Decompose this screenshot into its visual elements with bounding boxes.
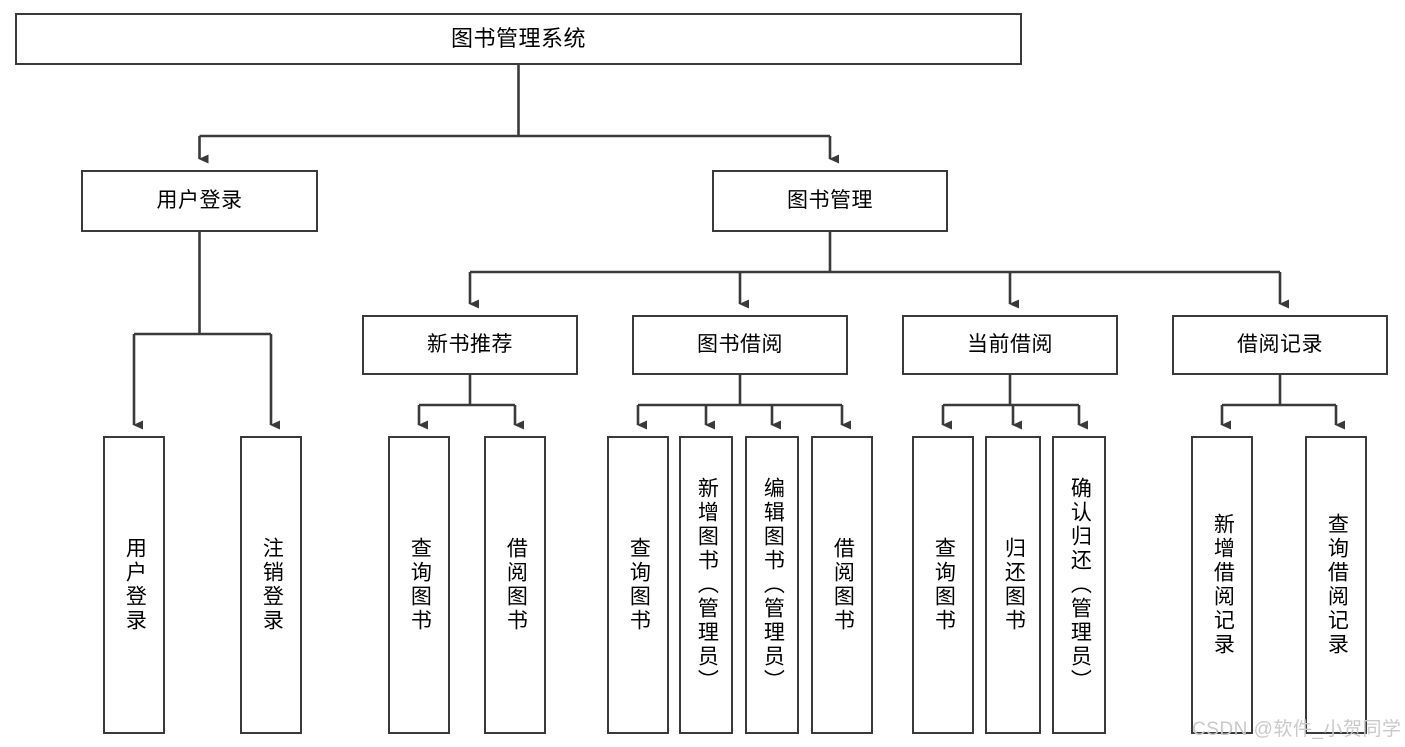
node-leaf-query-book-1-label: 查询图书	[408, 537, 432, 633]
node-leaf-borrow-book-1-label: 借阅图书	[504, 537, 528, 633]
node-leaf-user-login[interactable]: 用户登录	[103, 436, 165, 734]
node-leaf-logout-login[interactable]: 注销登录	[240, 436, 302, 734]
node-leaf-query-book-3[interactable]: 查询图书	[912, 436, 974, 734]
node-book-borrow[interactable]: 图书借阅	[632, 315, 848, 375]
node-leaf-edit-book-label: 编辑图书（管理员）	[761, 477, 785, 693]
node-leaf-add-book-label: 新增图书（管理员）	[695, 477, 719, 693]
node-leaf-borrow-book-2[interactable]: 借阅图书	[811, 436, 873, 734]
node-leaf-borrow-book-2-label: 借阅图书	[831, 537, 855, 633]
node-leaf-add-record-label: 新增借阅记录	[1211, 513, 1235, 657]
node-leaf-return-book-label: 归还图书	[1002, 537, 1026, 633]
node-leaf-confirm-return-label: 确认归还（管理员）	[1068, 477, 1092, 693]
node-leaf-edit-book[interactable]: 编辑图书（管理员）	[745, 436, 799, 734]
node-new-book-recommend[interactable]: 新书推荐	[362, 315, 578, 375]
node-leaf-add-book[interactable]: 新增图书（管理员）	[679, 436, 733, 734]
node-leaf-borrow-book-1[interactable]: 借阅图书	[484, 436, 546, 734]
node-leaf-query-record-label: 查询借阅记录	[1325, 513, 1349, 657]
node-current-borrow[interactable]: 当前借阅	[902, 315, 1118, 375]
node-leaf-user-login-label: 用户登录	[123, 537, 147, 633]
node-leaf-return-book[interactable]: 归还图书	[985, 436, 1041, 734]
node-leaf-query-book-3-label: 查询图书	[932, 537, 956, 633]
node-user-login[interactable]: 用户登录	[81, 170, 318, 232]
node-leaf-query-book-2-label: 查询图书	[627, 537, 651, 633]
node-leaf-logout-login-label: 注销登录	[260, 537, 284, 633]
node-borrow-record[interactable]: 借阅记录	[1172, 315, 1388, 375]
node-book-manage[interactable]: 图书管理	[712, 170, 948, 232]
node-leaf-query-record[interactable]: 查询借阅记录	[1305, 436, 1367, 734]
node-leaf-confirm-return[interactable]: 确认归还（管理员）	[1052, 436, 1106, 734]
watermark-label: CSDN @软件_小贺同学	[1192, 719, 1402, 740]
node-root-图书管理系统[interactable]: 图书管理系统	[15, 13, 1022, 65]
node-leaf-query-book-1[interactable]: 查询图书	[388, 436, 450, 734]
node-leaf-query-book-2[interactable]: 查询图书	[607, 436, 669, 734]
node-leaf-add-record[interactable]: 新增借阅记录	[1191, 436, 1253, 734]
